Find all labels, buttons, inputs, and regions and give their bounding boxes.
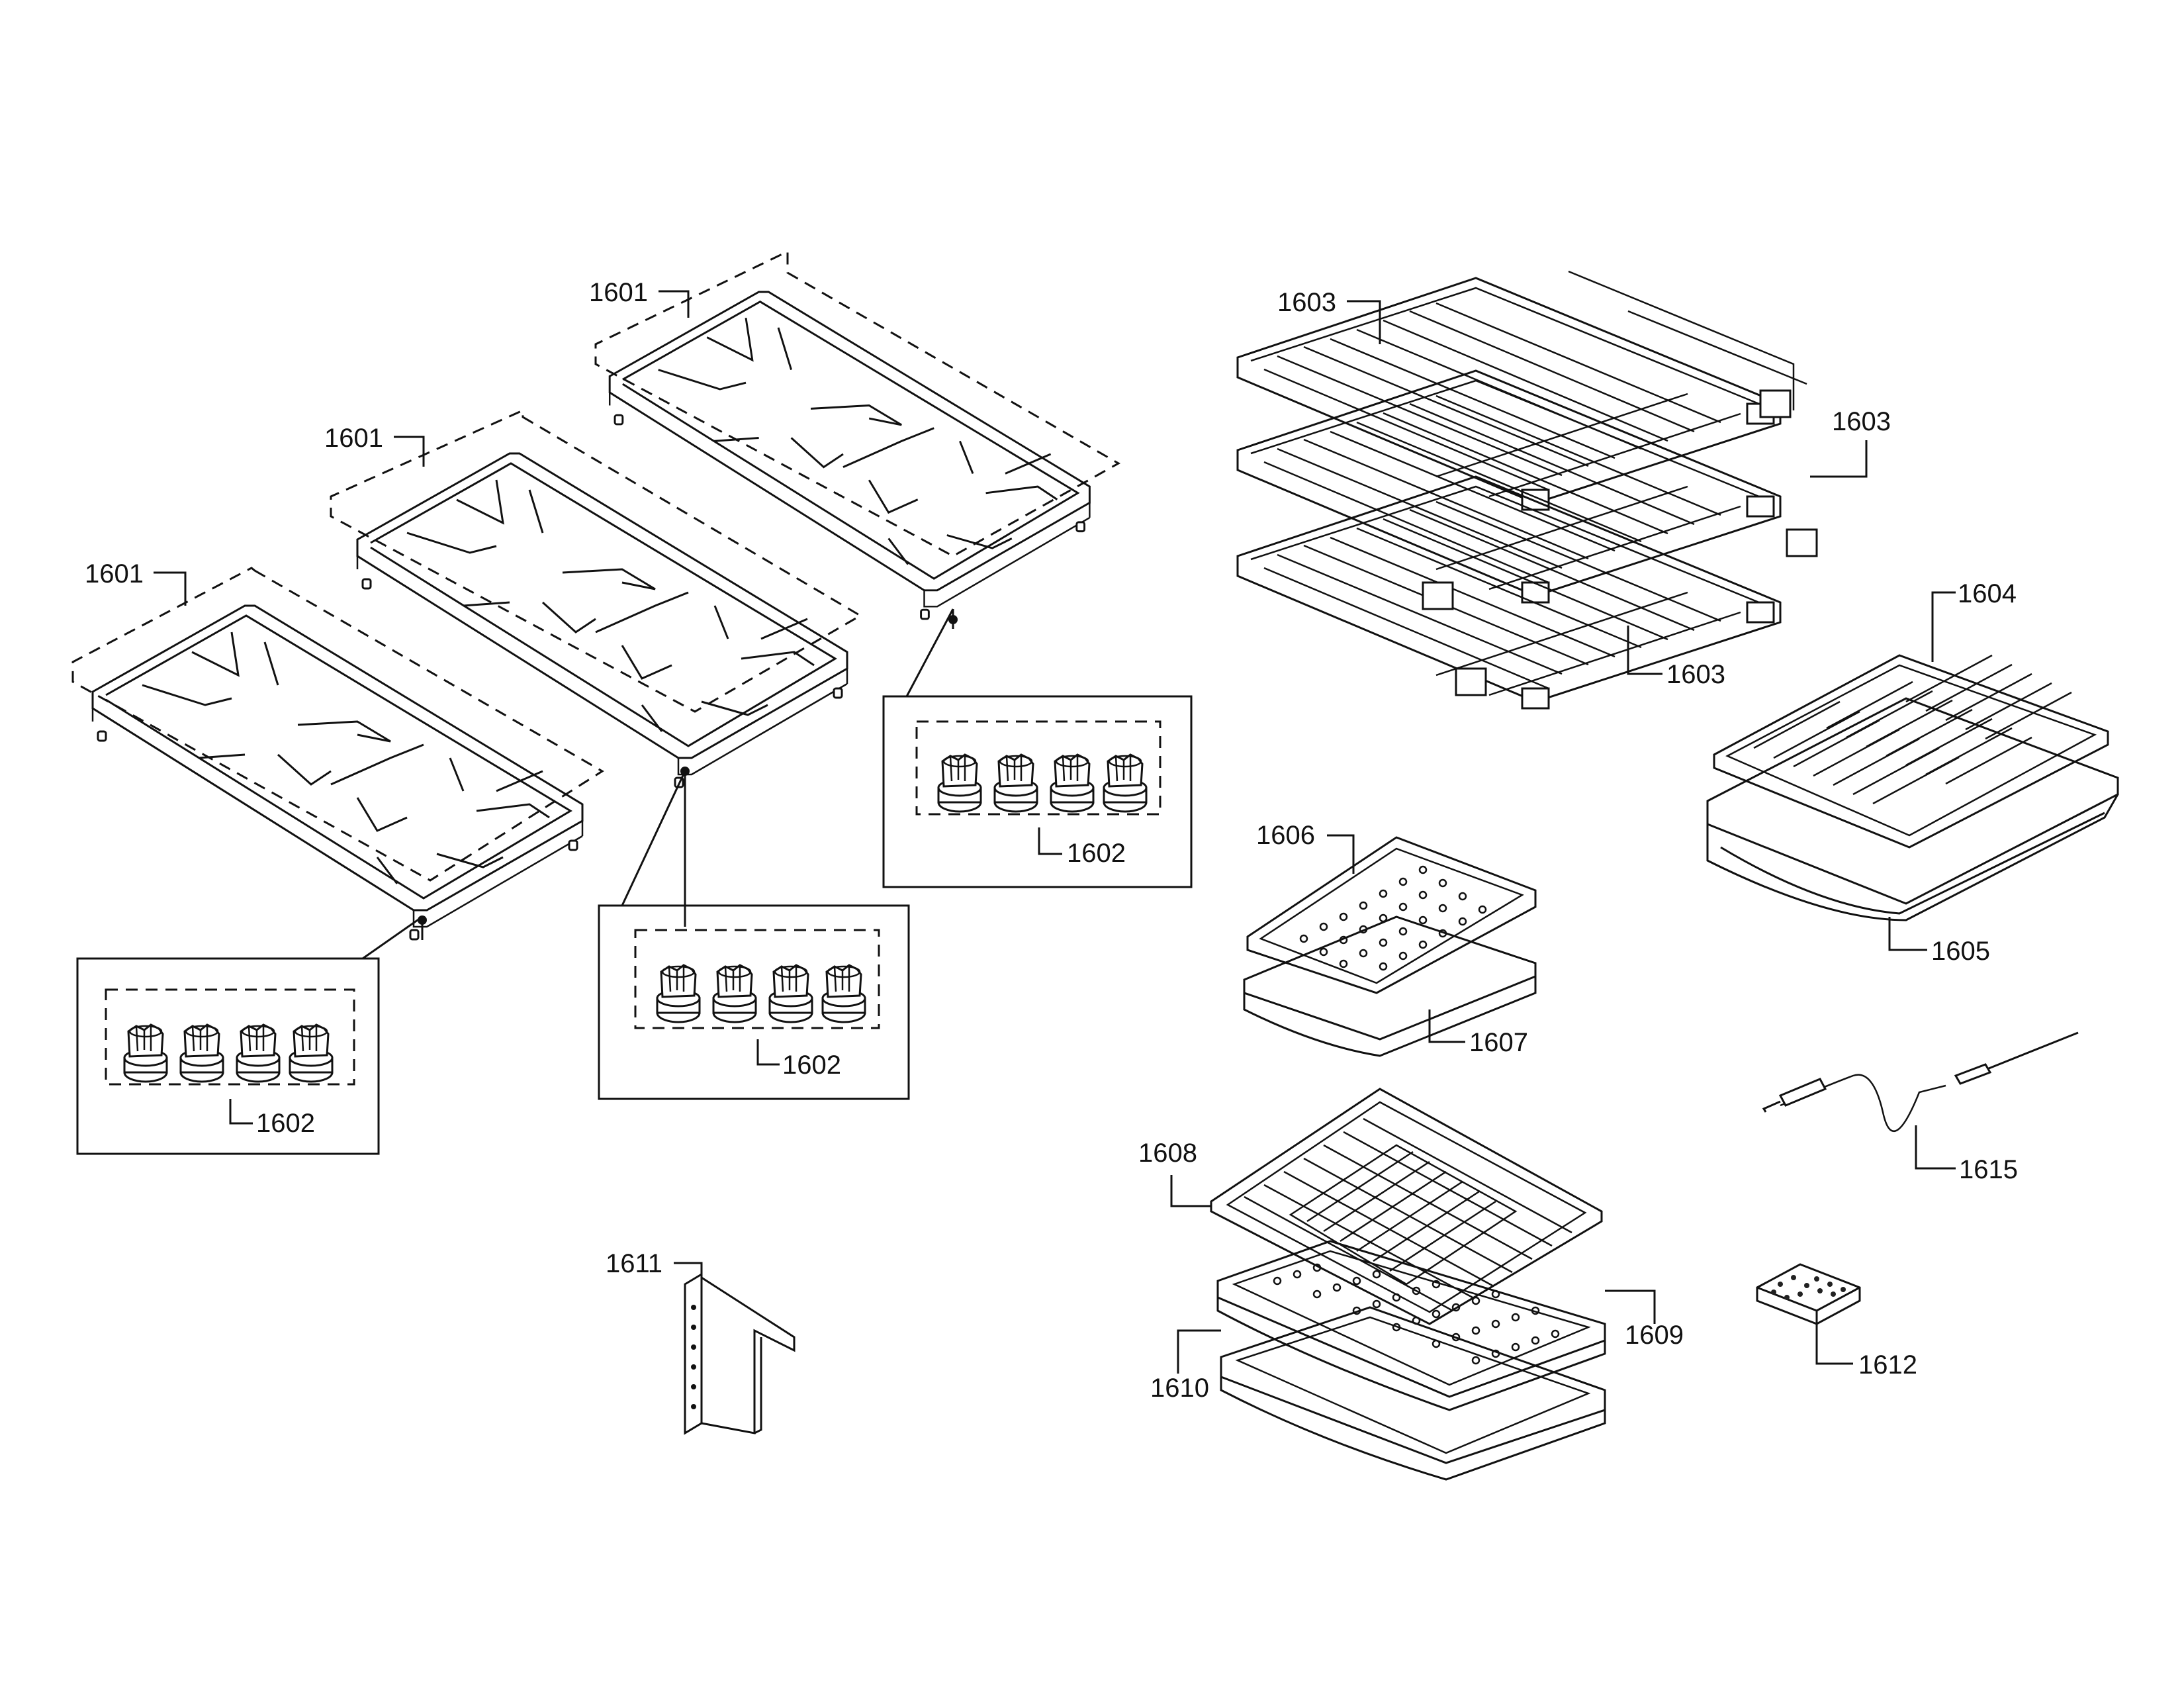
knob-set-middle (656, 964, 866, 1023)
meat-probe (1762, 1031, 2079, 1133)
label-1609: 1609 (1625, 1321, 1684, 1350)
broil-pan (1706, 654, 2119, 921)
grill-rack-set (1210, 1088, 1606, 1481)
small-broil-pan (1243, 836, 1537, 1057)
label-1601-middle: 1601 (324, 424, 383, 453)
label-1603-bottom: 1603 (1666, 660, 1725, 689)
label-1603-right: 1603 (1832, 407, 1891, 436)
label-1606: 1606 (1256, 821, 1315, 850)
label-1603-top: 1603 (1277, 288, 1336, 317)
label-1610: 1610 (1150, 1374, 1209, 1403)
label-1602-middle: 1602 (782, 1051, 841, 1080)
label-1601-right: 1601 (589, 278, 648, 307)
label-1604: 1604 (1958, 579, 2017, 608)
label-1602-left: 1602 (256, 1109, 315, 1138)
label-1601-left: 1601 (85, 559, 144, 588)
knob-set-right (937, 753, 1148, 813)
knob-set-left (123, 1023, 334, 1083)
label-1612: 1612 (1858, 1350, 1917, 1380)
grate-middle (356, 452, 848, 788)
cleaning-sponge (1756, 1263, 1861, 1325)
anti-tip-bracket (684, 1272, 796, 1435)
grate-right (608, 291, 1091, 620)
label-1605: 1605 (1931, 937, 1990, 966)
label-1602-right: 1602 (1067, 839, 1126, 868)
label-1607: 1607 (1469, 1028, 1528, 1057)
label-1615: 1615 (1959, 1155, 2018, 1184)
label-1608: 1608 (1138, 1139, 1197, 1168)
oven-racks (1236, 270, 1818, 710)
label-1611: 1611 (606, 1249, 662, 1278)
grate-left (91, 604, 584, 941)
